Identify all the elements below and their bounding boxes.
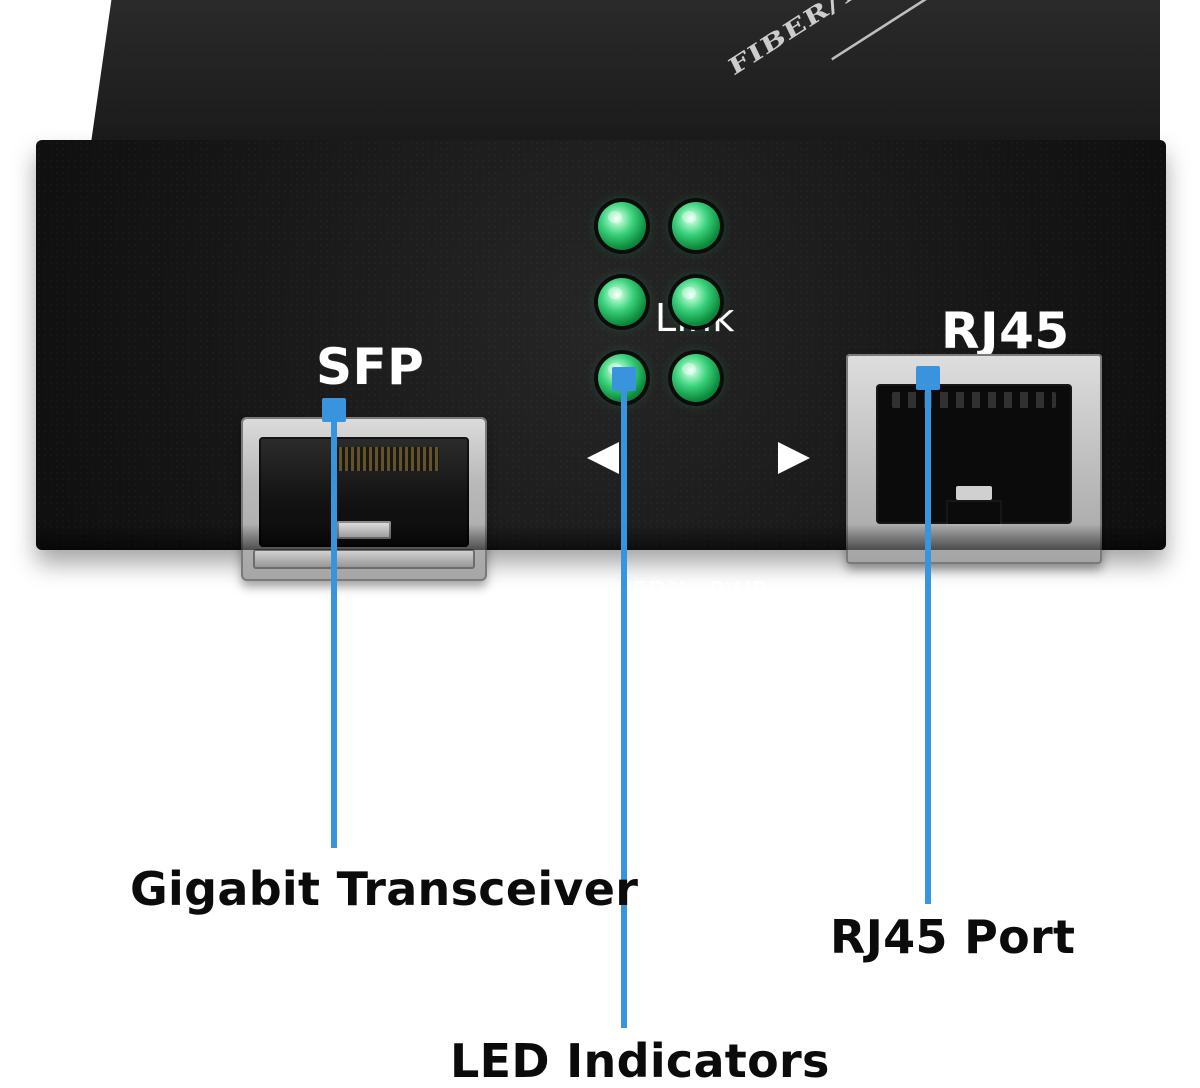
rj45-pins [892,392,1056,408]
sfp-label: SFP [316,338,425,396]
callout-led-indicators: LED Indicators [450,1034,830,1088]
callout-line-rj45 [925,378,931,904]
rj45-notch [956,486,992,500]
callout-line-led [621,378,627,1028]
led-pwr [672,354,720,402]
rj45-tab [948,502,1000,524]
sfp-slot [337,521,391,539]
sfp-lip [253,549,475,569]
device-top [90,0,1160,150]
left-arrow-icon [587,442,619,474]
sfp-cage [241,417,487,581]
device-front-panel: SFP RJ45 Link FDX PWR [36,140,1166,607]
sfp-contacts [333,447,439,471]
callout-rj45-port: RJ45 Port [830,910,1076,964]
led-middle-1 [598,278,646,326]
sfp-opening [259,437,469,547]
rj45-opening [876,384,1072,524]
rj45-port [846,354,1102,564]
rj45-label: RJ45 [941,302,1070,360]
led-link-1 [598,202,646,250]
pwr-label: PWR [709,577,770,607]
led-middle-2 [672,278,720,326]
callout-gigabit-transceiver: Gigabit Transceiver [130,862,639,916]
fdx-label: FDX [632,577,687,607]
right-arrow-icon [778,442,810,474]
led-link-2 [672,202,720,250]
callout-line-sfp [331,408,337,848]
